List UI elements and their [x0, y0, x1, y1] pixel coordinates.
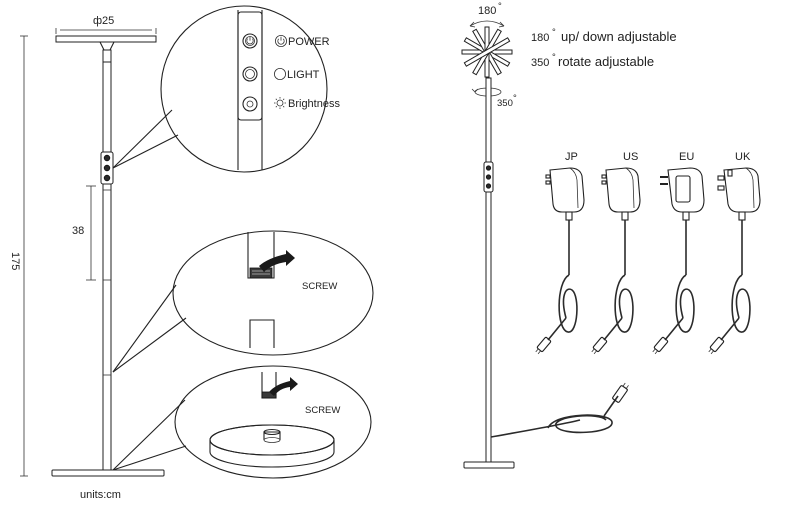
- lamp-head-rotations: [461, 26, 513, 78]
- adapter-label-eu: EU: [679, 151, 694, 163]
- light-icon: [273, 68, 286, 81]
- plug-uk: [708, 336, 725, 355]
- adapter-body-eu: [667, 167, 705, 213]
- plug-jp: [535, 336, 552, 355]
- adapter-jp: JP: [535, 151, 585, 355]
- pole-joint-zoom-circle: [172, 230, 374, 356]
- lamp-base: [51, 469, 165, 477]
- head-diameter-label: ф25: [93, 15, 114, 27]
- brightness-icon: [274, 97, 286, 109]
- lamp-pole-right: [485, 77, 492, 463]
- screw-arrow-icon-base: [269, 377, 298, 396]
- plug-us: [591, 336, 608, 355]
- light-label: LIGHT: [287, 69, 320, 81]
- tilt-desc-value: 180: [531, 32, 549, 44]
- brightness-label: Brightness: [288, 98, 340, 110]
- height-label: 175: [9, 252, 21, 270]
- rotate-desc-degree: °: [552, 52, 556, 63]
- tilt-arc: [469, 20, 505, 27]
- screw-callout-base: SCREW: [112, 365, 372, 479]
- tilt-desc-degree: °: [552, 27, 556, 38]
- screw-thread: [249, 267, 273, 279]
- controls-zoom-circle: [160, 5, 328, 173]
- tilt-angle-degree: °: [498, 1, 502, 12]
- switch-height-label: 38: [72, 225, 84, 237]
- adapter-eu: EU: [652, 151, 705, 355]
- adapter-label-jp: JP: [565, 151, 578, 163]
- screw-callout-pole: SCREW: [112, 230, 374, 373]
- units-label: units:cm: [80, 489, 121, 501]
- base-zoom-circle: [174, 365, 372, 479]
- brightness-button: [242, 96, 258, 112]
- lamp-pole: [102, 61, 112, 471]
- rotate-angle-degree: °: [513, 93, 517, 104]
- adapter-us: US: [591, 151, 641, 355]
- screw-arrow-icon: [259, 250, 295, 272]
- power-label: POWER: [288, 36, 330, 48]
- light-button: [242, 66, 258, 82]
- adapter-body-uk: [723, 167, 761, 213]
- zoomed-switch-panel: [237, 11, 263, 121]
- adapter-body-jp: [549, 167, 585, 213]
- tilt-desc-text: up/ down adjustable: [561, 29, 677, 44]
- controls-callout: POWER LIGHT Brightness: [112, 5, 340, 173]
- lamp-head: [55, 35, 157, 43]
- left-lamp: ф25 175 38 units:cm: [9, 15, 165, 501]
- adapter-label-uk: UK: [735, 151, 751, 163]
- tilt-angle-value: 180: [478, 5, 496, 17]
- lamp-base-right: [463, 461, 515, 469]
- screw-label-lower: SCREW: [305, 405, 340, 416]
- screw-label-upper: SCREW: [302, 281, 337, 292]
- adapter-label-us: US: [623, 151, 638, 163]
- rotate-angle-value: 350: [497, 98, 513, 109]
- adapter-body-us: [605, 167, 641, 213]
- adapter-uk: UK: [708, 151, 761, 355]
- right-lamp: 180 ° 350 ° 180 ° up/ down adjustable 35…: [461, 1, 677, 469]
- power-icon: [274, 35, 287, 48]
- rotate-desc-value: 350: [531, 57, 549, 69]
- adapters: JP US: [535, 151, 761, 355]
- cord-plug: [612, 382, 629, 403]
- rotate-desc-text: rotate adjustable: [558, 54, 654, 69]
- power-button: [242, 33, 258, 49]
- plug-eu: [652, 336, 669, 355]
- power-cord: [490, 419, 581, 438]
